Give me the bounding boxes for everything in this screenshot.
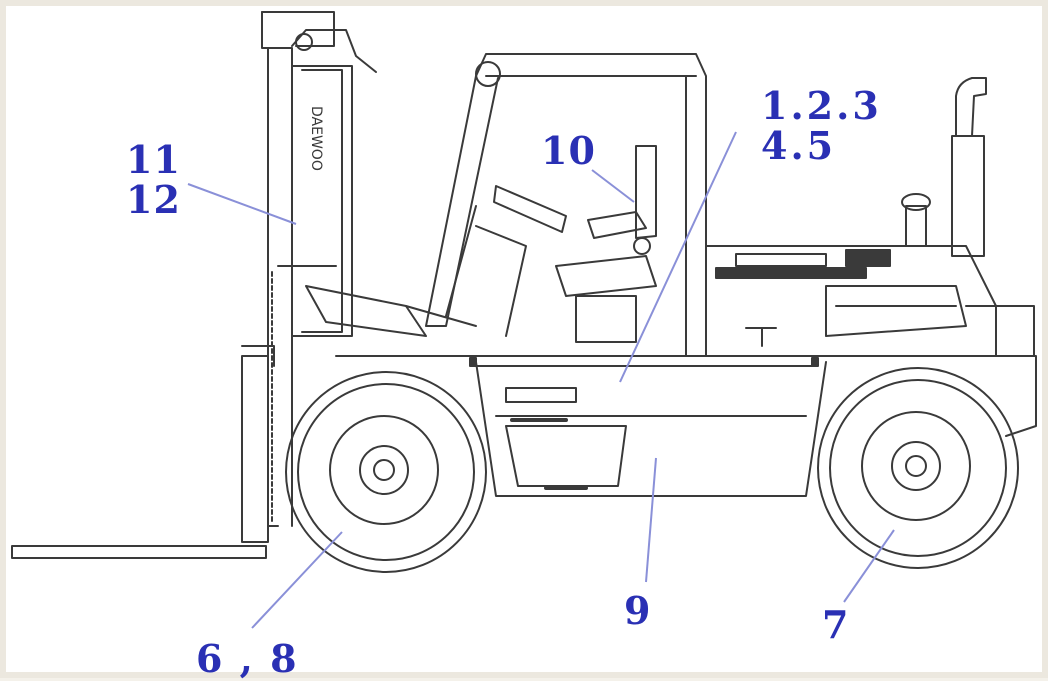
rear-wheel xyxy=(817,367,1019,569)
front-wheel xyxy=(285,371,487,573)
svg-text:DAEWOO: DAEWOO xyxy=(308,106,324,171)
leader-line-10 xyxy=(591,169,635,203)
mast: DAEWOO xyxy=(261,11,377,527)
leader-line-11-12 xyxy=(187,183,297,225)
tilt-cylinder xyxy=(305,285,477,337)
callout-1-2-3-4-5: 1.2.3 4.5 xyxy=(761,86,882,166)
forklift-illustration: DAEWOO xyxy=(11,11,1037,629)
callout-6-8: 6 , 8 xyxy=(196,636,299,681)
callout-4-5-line: 4.5 xyxy=(761,122,837,168)
exhaust-pipe xyxy=(951,77,987,257)
callout-9: 9 xyxy=(624,588,652,633)
callout-11-12-line1: 11 xyxy=(126,137,181,182)
chassis-frame xyxy=(335,327,1037,497)
overhead-guard xyxy=(425,53,707,357)
callout-10: 10 xyxy=(541,128,596,173)
callout-1-2-3-line: 1.2.3 xyxy=(761,83,882,128)
callout-7: 7 xyxy=(822,602,850,647)
fork-carriage xyxy=(11,345,275,559)
callout-11-12-line2: 12 xyxy=(126,176,181,222)
leader-lines xyxy=(187,131,895,629)
leader-line-9 xyxy=(645,457,657,583)
steering-assembly xyxy=(445,185,567,337)
leader-line-7 xyxy=(843,529,895,603)
callout-11-12: 11 12 xyxy=(126,140,181,220)
leader-line-6-8 xyxy=(251,531,343,629)
leader-line-1-5 xyxy=(619,131,737,383)
operator-seat xyxy=(555,145,657,343)
